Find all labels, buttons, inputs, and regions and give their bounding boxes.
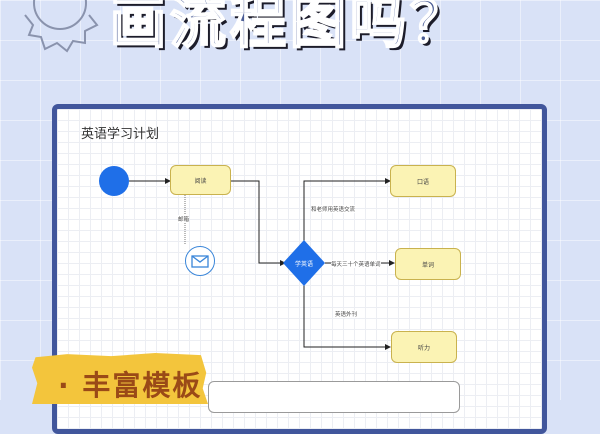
node-decision-label[interactable]: 学英语 — [294, 261, 313, 268]
node-listening-label: 听力 — [417, 344, 430, 352]
node-speaking-label: 口语 — [416, 178, 429, 186]
edge-label-listening: 英语外刊 — [335, 310, 358, 318]
node-reading[interactable]: 阅读 — [170, 165, 231, 195]
template-preview-card[interactable] — [208, 381, 460, 413]
node-speaking[interactable]: 口语 — [390, 165, 456, 197]
node-vocabulary[interactable]: 单词 — [395, 248, 461, 280]
email-event-node[interactable] — [185, 246, 215, 276]
node-vocabulary-label: 单词 — [421, 261, 434, 269]
edge-label-speaking: 和老师用英语交流 — [311, 205, 356, 213]
diagram-canvas: 英语学习计划 阅读 邮箱 学英语 和老师用英语交流 每天三十个英语 — [52, 104, 547, 434]
node-reading-label: 阅读 — [194, 177, 207, 185]
feature-badge-background — [32, 353, 208, 404]
headline: 画流程图吗？ — [109, 0, 470, 57]
sun-icon — [24, 0, 99, 53]
edge-label-vocabulary: 每天三十个英语单词 — [331, 260, 381, 268]
start-node[interactable] — [99, 166, 129, 196]
decision-diamond — [283, 240, 325, 286]
node-listening[interactable]: 听力 — [391, 331, 457, 363]
edge-label-email: 邮箱 — [178, 215, 190, 223]
envelope-icon — [191, 255, 209, 268]
diagram-title: 英语学习计划 — [81, 127, 160, 142]
feature-badge-text: · 丰富模板 — [58, 369, 203, 402]
